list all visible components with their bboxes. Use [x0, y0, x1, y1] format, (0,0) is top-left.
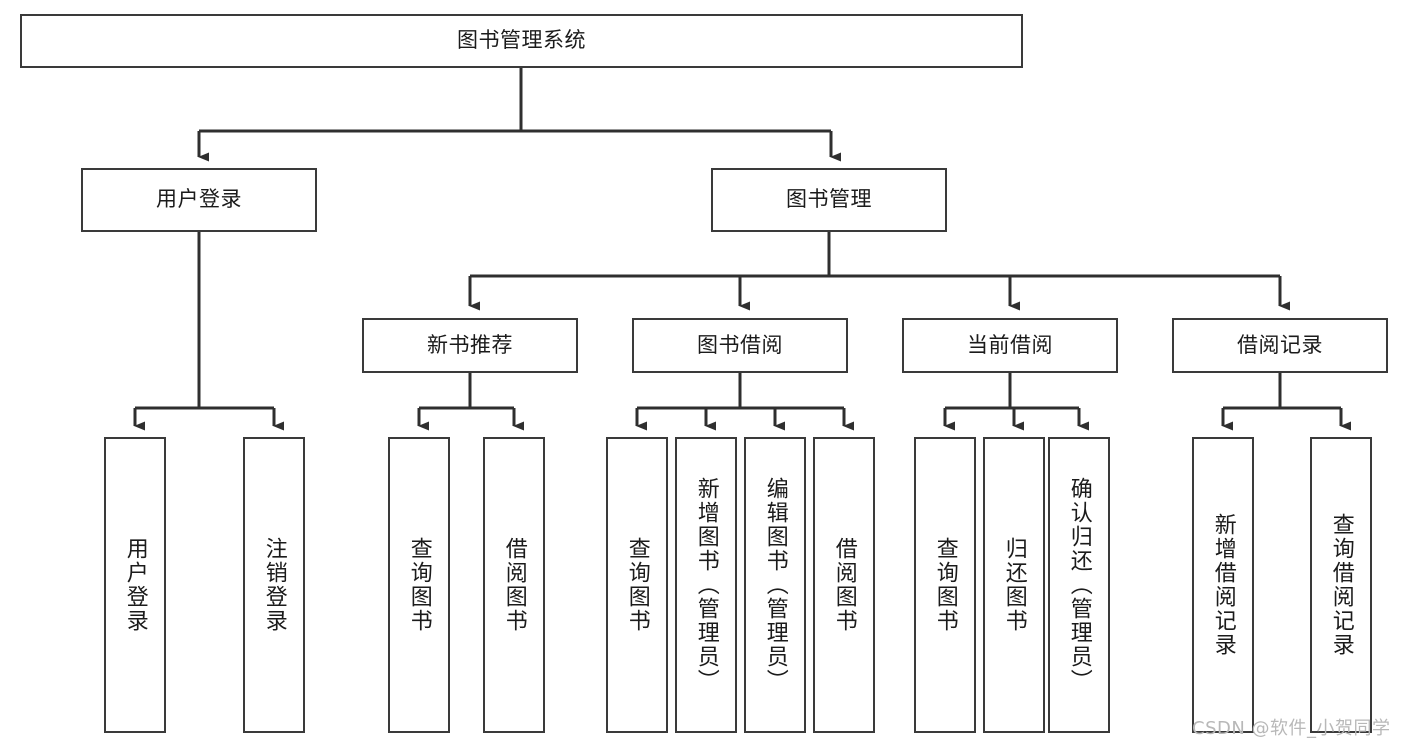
node-leaf-label: 查询图书: [932, 537, 958, 633]
node-book-borrow[interactable]: 图书借阅: [632, 318, 848, 373]
node-leaf-label: 编辑图书（管理员）: [762, 477, 788, 693]
node-leaf-label: 注销登录: [261, 537, 287, 633]
node-leaf-label: 查询图书: [406, 537, 432, 633]
node-leaf[interactable]: 确认归还（管理员）: [1048, 437, 1110, 733]
node-leaf[interactable]: 注销登录: [243, 437, 305, 733]
node-leaf[interactable]: 归还图书: [983, 437, 1045, 733]
node-leaf-label: 新增借阅记录: [1210, 513, 1236, 657]
node-root-system[interactable]: 图书管理系统: [20, 14, 1023, 68]
node-new-book-recommend-label: 新书推荐: [427, 332, 513, 357]
node-leaf-label: 归还图书: [1001, 537, 1027, 633]
node-book-borrow-label: 图书借阅: [697, 332, 783, 357]
node-root-label: 图书管理系统: [457, 28, 586, 53]
node-leaf-label: 借阅图书: [831, 537, 857, 633]
node-leaf-label: 借阅图书: [501, 537, 527, 633]
node-new-book-recommend[interactable]: 新书推荐: [362, 318, 578, 373]
node-leaf[interactable]: 新增图书（管理员）: [675, 437, 737, 733]
node-leaf[interactable]: 查询图书: [606, 437, 668, 733]
node-leaf[interactable]: 编辑图书（管理员）: [744, 437, 806, 733]
node-leaf-label: 用户登录: [122, 537, 148, 633]
node-book-management[interactable]: 图书管理: [711, 168, 947, 232]
node-leaf-label: 新增图书（管理员）: [693, 477, 719, 693]
node-leaf[interactable]: 借阅图书: [813, 437, 875, 733]
node-user-login[interactable]: 用户登录: [81, 168, 317, 232]
node-borrow-record[interactable]: 借阅记录: [1172, 318, 1388, 373]
node-leaf[interactable]: 查询借阅记录: [1310, 437, 1372, 733]
node-leaf[interactable]: 用户登录: [104, 437, 166, 733]
node-user-login-label: 用户登录: [156, 187, 242, 212]
node-leaf-label: 查询图书: [624, 537, 650, 633]
node-leaf[interactable]: 新增借阅记录: [1192, 437, 1254, 733]
node-leaf-label: 查询借阅记录: [1328, 513, 1354, 657]
node-leaf[interactable]: 查询图书: [914, 437, 976, 733]
node-current-borrow[interactable]: 当前借阅: [902, 318, 1118, 373]
node-current-borrow-label: 当前借阅: [967, 332, 1053, 357]
node-book-management-label: 图书管理: [786, 187, 872, 212]
node-leaf-label: 确认归还（管理员）: [1066, 477, 1092, 693]
csdn-watermark: CSDN @软件_小贺同学: [1192, 718, 1391, 739]
node-leaf[interactable]: 借阅图书: [483, 437, 545, 733]
node-borrow-record-label: 借阅记录: [1237, 332, 1323, 357]
node-leaf[interactable]: 查询图书: [388, 437, 450, 733]
